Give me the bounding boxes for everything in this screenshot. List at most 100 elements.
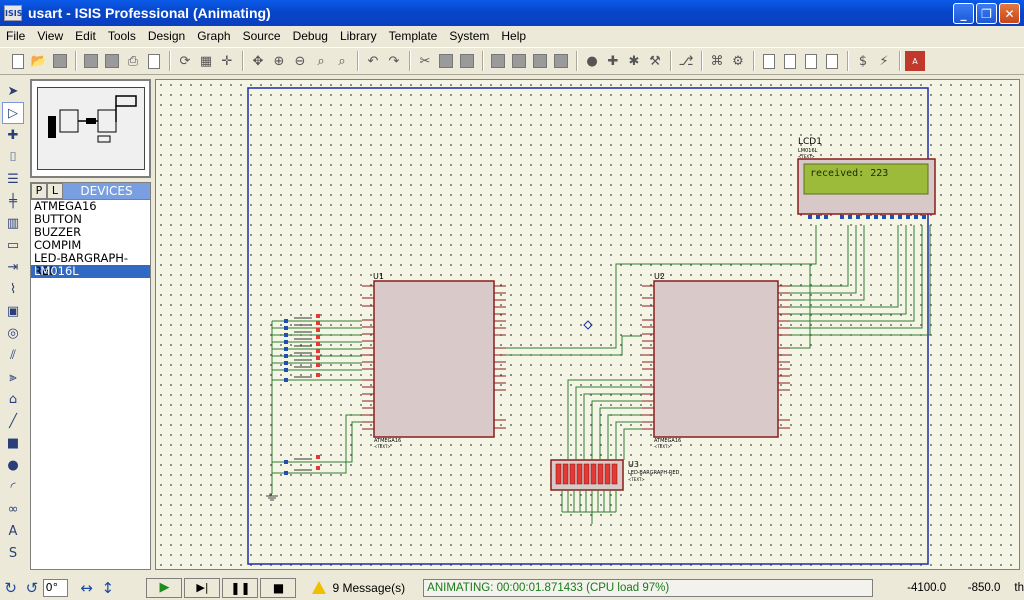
- block-move-icon[interactable]: [509, 51, 529, 71]
- box-icon[interactable]: ■: [6, 435, 20, 451]
- block-copy-icon[interactable]: [488, 51, 508, 71]
- schematic-canvas[interactable]: LCD1 LM016L <TEXT> received: 223 U1 ATME…: [155, 79, 1020, 570]
- block-delete-icon[interactable]: [551, 51, 571, 71]
- import-icon[interactable]: [81, 51, 101, 71]
- u3-bargraph[interactable]: U3 LED-BARGRAPH-RED <TEXT>: [550, 459, 680, 491]
- property-tool-icon[interactable]: ⚙: [732, 53, 744, 69]
- menu-library[interactable]: Library: [339, 28, 377, 43]
- menu-source[interactable]: Source: [242, 28, 281, 43]
- symbol-icon[interactable]: S: [8, 545, 18, 561]
- text-icon[interactable]: A: [8, 523, 18, 539]
- redraw-icon[interactable]: ⟳: [179, 53, 191, 69]
- play-button[interactable]: ▶: [146, 577, 183, 598]
- lcd-component[interactable]: LCD1 LM016L <TEXT> received: 223: [797, 137, 936, 219]
- menu-edit[interactable]: Edit: [75, 28, 96, 43]
- menu-debug[interactable]: Debug: [292, 28, 328, 43]
- tape-recorder-icon[interactable]: ▣: [6, 303, 20, 319]
- wire-label-icon[interactable]: ⌷: [9, 149, 17, 165]
- step-button[interactable]: ▶|: [184, 577, 221, 598]
- origin-icon[interactable]: ✛: [221, 53, 233, 69]
- block-rotate-icon[interactable]: [530, 51, 550, 71]
- graph-icon[interactable]: ⌇: [9, 281, 17, 297]
- menu-help[interactable]: Help: [501, 28, 527, 43]
- decompose-icon[interactable]: ⚒: [649, 53, 661, 69]
- grid-icon[interactable]: ▦: [199, 53, 213, 69]
- search-icon[interactable]: ⌘: [710, 53, 724, 69]
- arc-icon[interactable]: ◜: [10, 479, 16, 495]
- ares-icon[interactable]: A: [905, 51, 925, 71]
- menu-file[interactable]: File: [6, 28, 26, 43]
- make-device-icon[interactable]: ✚: [607, 53, 619, 69]
- print-area-icon[interactable]: [144, 51, 164, 71]
- pick-devices-button[interactable]: P: [31, 183, 47, 199]
- junction-dot-icon[interactable]: ✚: [7, 127, 19, 143]
- electrical-check-icon[interactable]: [801, 51, 821, 71]
- wire-autoroute-icon[interactable]: ⎇: [678, 53, 694, 69]
- terminals-icon[interactable]: ▭: [6, 237, 20, 253]
- mirror-horizontal-icon[interactable]: ↔: [80, 578, 93, 597]
- zoom-out-icon[interactable]: ⊖: [294, 53, 306, 69]
- restore-button[interactable]: ❐: [976, 3, 997, 24]
- selection-mode-icon[interactable]: ➤: [7, 83, 19, 99]
- copy-icon[interactable]: [436, 51, 456, 71]
- rotation-field[interactable]: 0°: [42, 578, 68, 597]
- menu-template[interactable]: Template: [388, 28, 438, 43]
- cut-icon[interactable]: ✂: [419, 53, 431, 69]
- voltage-probe-icon[interactable]: ⫽: [10, 347, 16, 363]
- new-file-icon[interactable]: [8, 51, 28, 71]
- component-mode-icon[interactable]: ▷: [2, 102, 24, 124]
- open-file-icon[interactable]: 📂: [30, 53, 48, 69]
- redo-icon[interactable]: ↷: [388, 53, 400, 69]
- pin-icon[interactable]: ⇥: [7, 259, 19, 275]
- menu-tools[interactable]: Tools: [107, 28, 136, 43]
- u1-microcontroller[interactable]: U1 ATMEGA16 <TEXT>: [362, 272, 506, 449]
- export-pdf-icon[interactable]: ⚡: [879, 53, 889, 69]
- device-item-lm016l[interactable]: LM016L: [31, 265, 150, 278]
- mirror-vertical-icon[interactable]: ↕: [101, 578, 115, 597]
- virtual-instruments-icon[interactable]: ⌂: [8, 391, 18, 407]
- pick-device-icon[interactable]: ●: [586, 53, 598, 69]
- zoom-all-icon[interactable]: ⌕: [317, 53, 325, 69]
- push-buttons[interactable]: [284, 314, 320, 475]
- u2-microcontroller[interactable]: U2 ATMEGA16 <TEXT>: [642, 272, 790, 449]
- menu-view[interactable]: View: [37, 28, 64, 43]
- stop-button[interactable]: ■: [260, 577, 297, 598]
- close-button[interactable]: ✕: [999, 3, 1020, 24]
- paste-icon[interactable]: [457, 51, 477, 71]
- bill-materials-icon[interactable]: [780, 51, 800, 71]
- rotate-clockwise-icon[interactable]: ↻: [4, 578, 17, 597]
- device-item-compim[interactable]: COMPIM: [34, 238, 82, 252]
- rotate-anticlockwise-icon[interactable]: ↺: [25, 578, 39, 597]
- text-script-icon[interactable]: ☰: [7, 171, 19, 187]
- buses-icon[interactable]: ╪: [9, 193, 17, 209]
- dollar-icon[interactable]: $: [858, 53, 868, 69]
- netlist-ares-icon[interactable]: [822, 51, 842, 71]
- netlist-icon[interactable]: [759, 51, 779, 71]
- pause-button[interactable]: ❚❚: [222, 577, 259, 598]
- library-manager-button[interactable]: L: [47, 183, 63, 199]
- zoom-area-icon[interactable]: ⌕: [338, 53, 346, 69]
- line-icon[interactable]: ╱: [9, 413, 17, 429]
- undo-icon[interactable]: ↶: [367, 53, 379, 69]
- zoom-in-icon[interactable]: ⊕: [273, 53, 285, 69]
- device-item-atmega16[interactable]: ATMEGA16: [34, 199, 97, 213]
- generator-icon[interactable]: ◎: [7, 325, 19, 341]
- device-item-button[interactable]: BUTTON: [34, 212, 82, 226]
- simulation-controls: ▶ ▶| ❚❚ ■: [146, 577, 297, 598]
- print-icon[interactable]: ⎙: [127, 53, 139, 69]
- minimize-button[interactable]: _: [953, 3, 974, 24]
- overview-window[interactable]: [30, 79, 151, 178]
- menu-system[interactable]: System: [449, 28, 490, 43]
- export-icon[interactable]: [102, 51, 122, 71]
- save-file-icon[interactable]: [50, 51, 70, 71]
- subcircuit-icon[interactable]: ▥: [6, 215, 20, 231]
- messages-indicator[interactable]: 9 Message(s): [312, 581, 413, 595]
- device-item-buzzer[interactable]: BUZZER: [34, 225, 82, 239]
- current-probe-icon[interactable]: ⫸: [9, 369, 17, 385]
- menu-design[interactable]: Design: [147, 28, 186, 43]
- pan-icon[interactable]: ✥: [252, 53, 264, 69]
- packaging-icon[interactable]: ✱: [628, 53, 640, 69]
- menu-graph[interactable]: Graph: [197, 28, 231, 43]
- circle-icon[interactable]: ●: [7, 457, 19, 473]
- path-icon[interactable]: ∞: [7, 501, 19, 517]
